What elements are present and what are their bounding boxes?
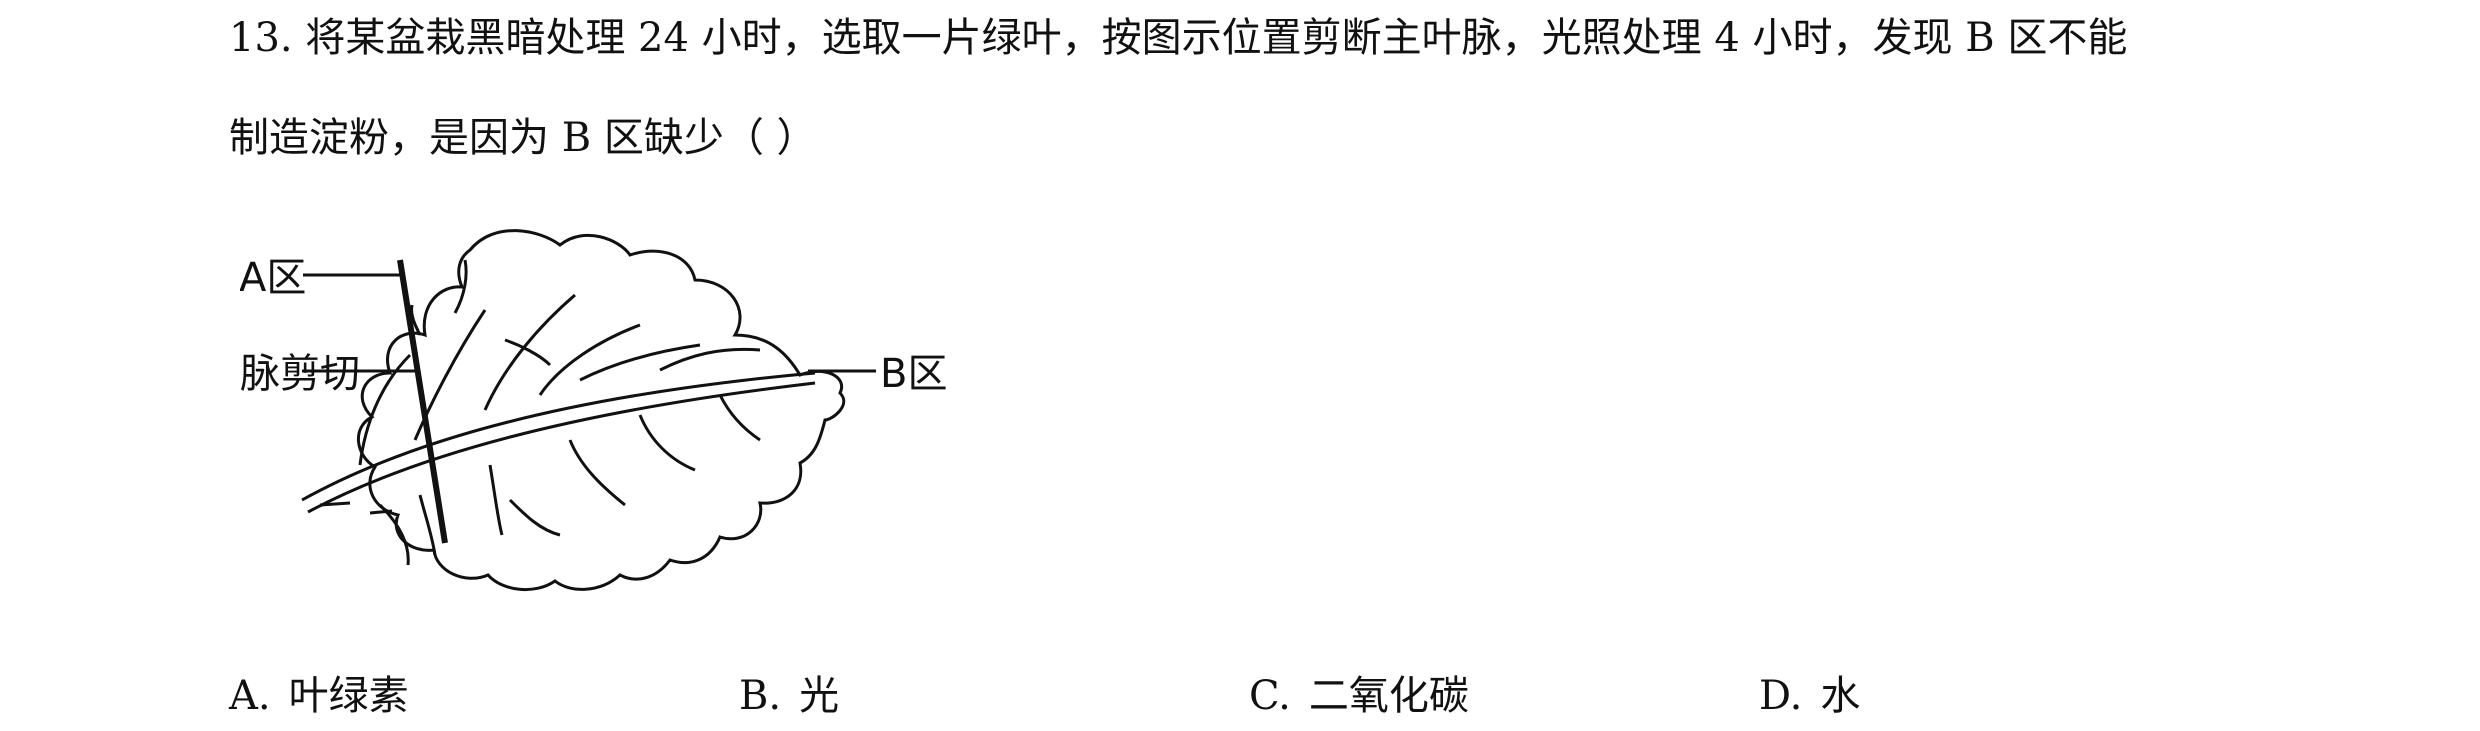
- question-text-1: 将某盆栽黑暗处理 24 小时，选取一片绿叶，按图示位置剪断主叶脉，光照处理 4 …: [305, 15, 2128, 61]
- question-stem-line-2: 制造淀粉，是因为 B 区缺少（ ）: [229, 114, 817, 162]
- option-d-letter: D.: [1759, 673, 1803, 719]
- option-c-text: 二氧化碳: [1308, 673, 1469, 719]
- label-a-zone: A区: [240, 255, 306, 301]
- label-b-zone: B区: [880, 351, 947, 397]
- option-a-text: 叶绿素: [288, 673, 409, 719]
- leaf-outline: [356, 229, 846, 592]
- main-vein: [301, 371, 816, 514]
- leader-lines: [302, 273, 876, 373]
- option-b-text: 光: [799, 673, 840, 719]
- question-text-2: 制造淀粉，是因为 B 区缺少（ ）: [229, 115, 817, 161]
- option-a[interactable]: A. 叶绿素: [229, 670, 409, 722]
- label-main-vein-cut: 主叶脉剪切: [240, 351, 360, 397]
- answer-options: A. 叶绿素 B. 光 C. 二氧化碳 D. 水: [229, 670, 2329, 726]
- option-a-letter: A.: [229, 673, 271, 719]
- question-stem-line-1: 13. 将某盆栽黑暗处理 24 小时，选取一片绿叶，按图示位置剪断主叶脉，光照处…: [229, 14, 2127, 62]
- secondary-veins: [319, 259, 761, 566]
- leaf-diagram: A区 主叶脉剪切 B区: [240, 229, 947, 592]
- leaf-figure: A区 主叶脉剪切 B区: [240, 215, 1120, 615]
- option-b-letter: B.: [739, 673, 782, 719]
- option-b[interactable]: B. 光: [739, 670, 839, 722]
- option-c[interactable]: C. 二氧化碳: [1249, 670, 1469, 722]
- option-d[interactable]: D. 水: [1759, 670, 1860, 722]
- cut-line: [397, 259, 448, 544]
- option-d-text: 水: [1820, 673, 1861, 719]
- option-c-letter: C.: [1249, 673, 1291, 719]
- question-number: 13.: [229, 15, 293, 61]
